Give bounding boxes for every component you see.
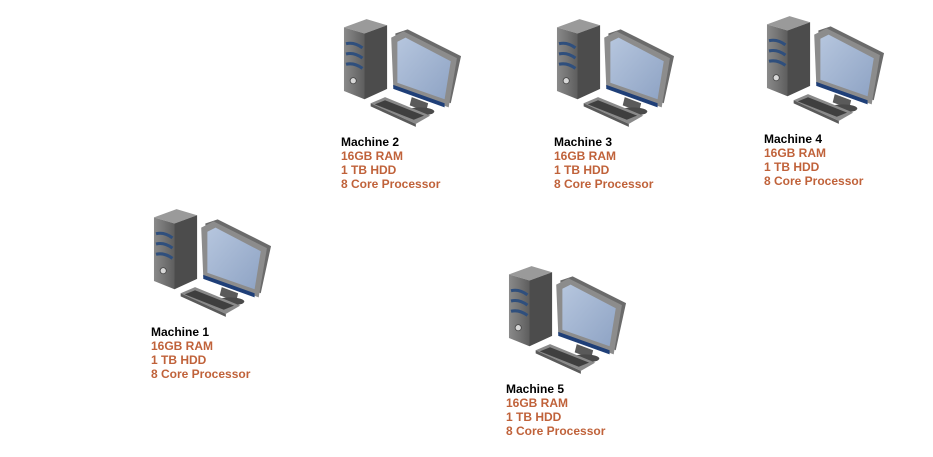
machine-ram: 16GB RAM	[151, 339, 214, 353]
machine-name: Machine 4	[764, 132, 823, 146]
machine-1-node: Machine 1 16GB RAM 1 TB HDD 8 Core Proce…	[145, 205, 385, 395]
machine-ram: 16GB RAM	[341, 149, 404, 163]
machine-ram: 16GB RAM	[554, 149, 617, 163]
machine-name: Machine 1	[151, 325, 210, 339]
desktop-computer-icon	[152, 207, 273, 319]
machine-cpu: 8 Core Processor	[764, 174, 864, 188]
machine-5-node: Machine 5 16GB RAM 1 TB HDD 8 Core Proce…	[500, 262, 740, 452]
desktop-computer-icon	[342, 17, 463, 129]
machine-disk: 1 TB HDD	[341, 163, 397, 177]
desktop-computer-icon	[507, 264, 628, 376]
machine-1-caption: Machine 1 16GB RAM 1 TB HDD 8 Core Proce…	[151, 325, 250, 381]
machine-cpu: 8 Core Processor	[151, 367, 251, 381]
machine-name: Machine 2	[341, 135, 400, 149]
machine-cpu: 8 Core Processor	[554, 177, 654, 191]
machine-disk: 1 TB HDD	[151, 353, 207, 367]
machine-4-node: Machine 4 16GB RAM 1 TB HDD 8 Core Proce…	[758, 12, 933, 202]
machine-5-caption: Machine 5 16GB RAM 1 TB HDD 8 Core Proce…	[506, 382, 605, 438]
desktop-computer-icon	[555, 17, 676, 129]
machine-2-caption: Machine 2 16GB RAM 1 TB HDD 8 Core Proce…	[341, 135, 440, 191]
machine-disk: 1 TB HDD	[554, 163, 610, 177]
machine-name: Machine 5	[506, 382, 565, 396]
machine-ram: 16GB RAM	[506, 396, 569, 410]
desktop-computer-icon	[765, 14, 886, 126]
machine-4-caption: Machine 4 16GB RAM 1 TB HDD 8 Core Proce…	[764, 132, 863, 188]
machine-disk: 1 TB HDD	[764, 160, 820, 174]
machine-3-node: Machine 3 16GB RAM 1 TB HDD 8 Core Proce…	[548, 15, 788, 205]
machine-cpu: 8 Core Processor	[341, 177, 441, 191]
machine-2-node: Machine 2 16GB RAM 1 TB HDD 8 Core Proce…	[335, 15, 575, 205]
machine-cpu: 8 Core Processor	[506, 424, 606, 438]
machine-3-caption: Machine 3 16GB RAM 1 TB HDD 8 Core Proce…	[554, 135, 653, 191]
machine-name: Machine 3	[554, 135, 613, 149]
machine-disk: 1 TB HDD	[506, 410, 562, 424]
machine-ram: 16GB RAM	[764, 146, 827, 160]
